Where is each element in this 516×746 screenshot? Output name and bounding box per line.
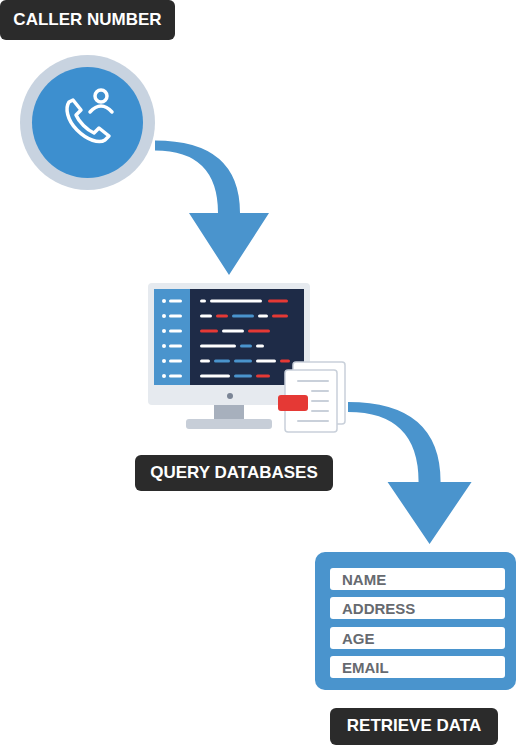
outer-ring xyxy=(20,55,155,190)
arrow-body xyxy=(155,140,269,275)
data-field: AGE xyxy=(330,627,505,649)
data-card: RETRIEVE DATANAMEADDRESSAGEEMAIL xyxy=(315,552,516,690)
monitor-base xyxy=(186,419,272,429)
data-field: EMAIL xyxy=(330,656,505,678)
data-field: NAME xyxy=(330,568,505,590)
code-lines xyxy=(200,300,290,378)
document-overlay xyxy=(278,362,345,432)
caller-icon-node: CALLER NUMBER xyxy=(20,55,155,190)
circle-outline xyxy=(20,55,155,190)
step-label: QUERY DATABASES xyxy=(135,455,333,491)
monitor-illustration xyxy=(148,283,345,432)
arrow-body xyxy=(348,402,472,544)
step-label: CALLER NUMBER xyxy=(0,0,175,40)
flow-arrow xyxy=(155,140,269,275)
field-label: AGE xyxy=(342,630,375,647)
monitor-button xyxy=(227,393,233,399)
monitor-neck xyxy=(214,405,244,419)
monitor-sidebar xyxy=(154,289,190,385)
field-label: NAME xyxy=(342,571,386,588)
field-label: ADDRESS xyxy=(342,600,415,617)
inner-disc xyxy=(32,67,143,178)
sidebar-items xyxy=(162,299,182,378)
monitor-screen xyxy=(154,289,304,385)
data-field: ADDRESS xyxy=(330,597,505,619)
field-label: EMAIL xyxy=(342,659,389,676)
flow-arrow xyxy=(348,402,472,544)
step-label: RETRIEVE DATA xyxy=(330,708,498,745)
